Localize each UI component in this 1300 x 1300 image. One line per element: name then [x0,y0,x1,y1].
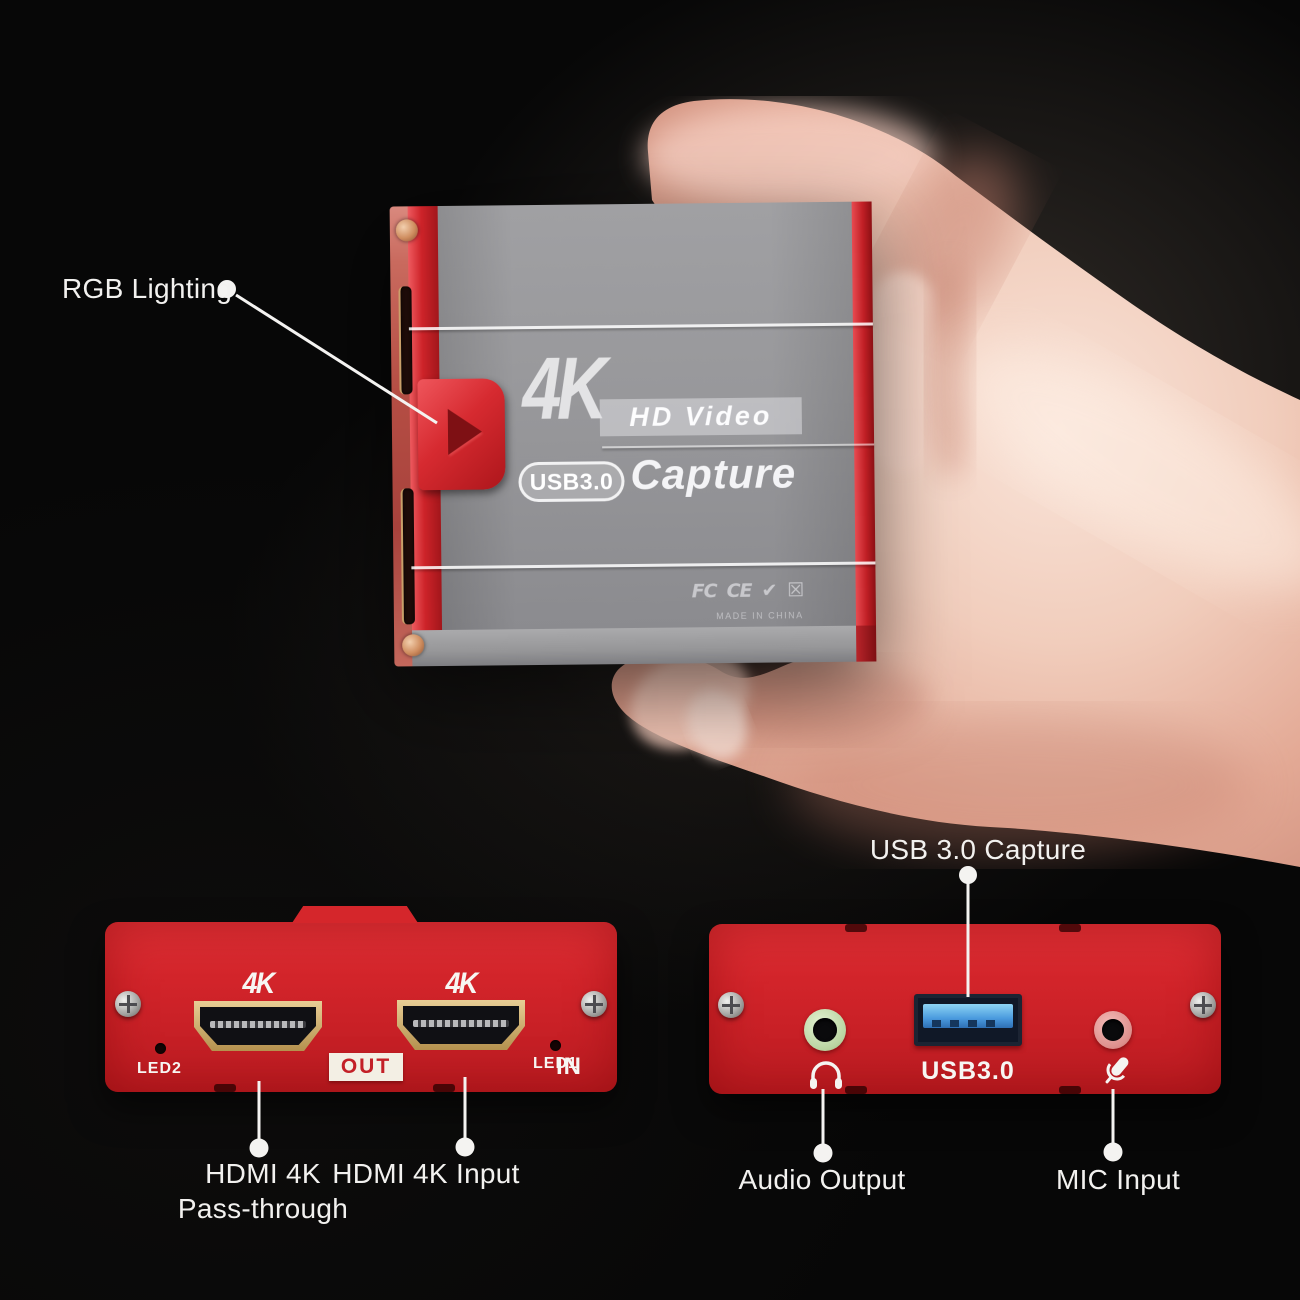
certification-marks: FC CE ✔ ☒ [692,579,832,602]
thumb-highlight [645,106,935,206]
device-logo-usb: USB3.0 [529,467,614,495]
corner-screw-icon [395,219,418,242]
front-panel-top-tab [292,906,418,923]
out-tag: OUT [340,1055,392,1078]
rear-panel: USB3.0 [709,924,1221,1094]
finger-under-device-shadow [690,660,930,740]
led2-indicator [155,1043,166,1054]
hdmi-out-port-pins [210,1021,306,1028]
made-in-china-text: MADE IN CHINA [716,610,804,622]
weee-bin-icon: ☒ [787,579,805,602]
hdmi-out-4k-label: 4K [242,967,276,1000]
device-bottom-right-red-corner [856,625,877,662]
panel-screw-icon [718,992,744,1018]
wrist-highlight [959,346,1300,590]
led2-label: LED2 [137,1060,182,1077]
panel-notch [1059,924,1081,932]
capture-device-top-view: 4K HD Video USB3.0 Capture FC CE ✔ ☒ MAD… [389,201,877,667]
usb3-port-label: USB3.0 [921,1057,1015,1085]
panel-notch [845,924,867,932]
hdmi-passthrough-line1: HDMI 4K [205,1158,321,1189]
mic-input-jack [1094,1011,1132,1049]
panel-notch [214,1084,236,1092]
device-logo-hd-video: HD Video [629,400,773,433]
panel-notch [1059,1086,1081,1094]
audio-jack-hole [813,1018,837,1042]
device-logo-hd-video-band: HD Video [599,397,803,437]
led1-indicator [550,1040,561,1051]
hdmi-in-4k-label: 4K [445,967,479,1000]
device-logo-usb-pill: USB3.0 [518,461,625,503]
panel-notch [433,1084,455,1092]
side-hdmi-slot-2 [400,488,415,625]
device-bottom-face [412,625,857,667]
side-hdmi-slot-1 [398,286,413,395]
out-tag-box: OUT [329,1053,403,1081]
headphone-icon [810,1061,842,1089]
rgb-lighting-label: RGB Lighting [62,273,233,304]
hdmi-in-port-pins [413,1020,509,1027]
rgb-lighting-tab [417,378,506,491]
palm-lower-shadow [790,715,1250,855]
audio-output-label: Audio Output [738,1164,906,1195]
device-logo-capture: Capture [630,449,797,499]
mic-input-label: MIC Input [1055,1164,1181,1195]
audio-output-jack [804,1009,846,1051]
usb3-port [914,994,1022,1046]
front-panel: 4K 4K OUT IN LED2 LED1 [105,906,617,1092]
in-tag: IN [556,1053,582,1080]
hdmi-passthrough-line2: Pass-through [177,1193,349,1224]
usb3-port-contacts [932,1020,1004,1027]
rohs-check-icon: ✔ [761,579,778,602]
led1-label: LED1 [533,1055,578,1072]
index-fingertip [872,272,934,472]
usb-capture-label: USB 3.0 Capture [869,834,1087,865]
middle-finger-nail [686,688,748,760]
rgb-triangle-indicator [447,408,483,455]
hdmi-input-label: HDMI 4K Input [332,1158,520,1189]
hdmi-passthrough-label: HDMI 4K Pass-through [178,1156,348,1226]
microphone-icon [1105,1057,1129,1084]
mic-jack-hole [1102,1019,1124,1041]
panel-screw-icon [1190,992,1216,1018]
ce-mark-icon: CE [726,579,752,603]
panel-notch [845,1086,867,1094]
panel-screw-icon [581,991,607,1017]
hdmi-out-port [194,1001,322,1051]
hdmi-in-port [397,1000,525,1050]
panel-screw-icon [115,991,141,1017]
fcc-mark-icon: FC [691,580,717,603]
corner-screw-icon [402,634,425,657]
index-crease-shadow [928,260,972,480]
